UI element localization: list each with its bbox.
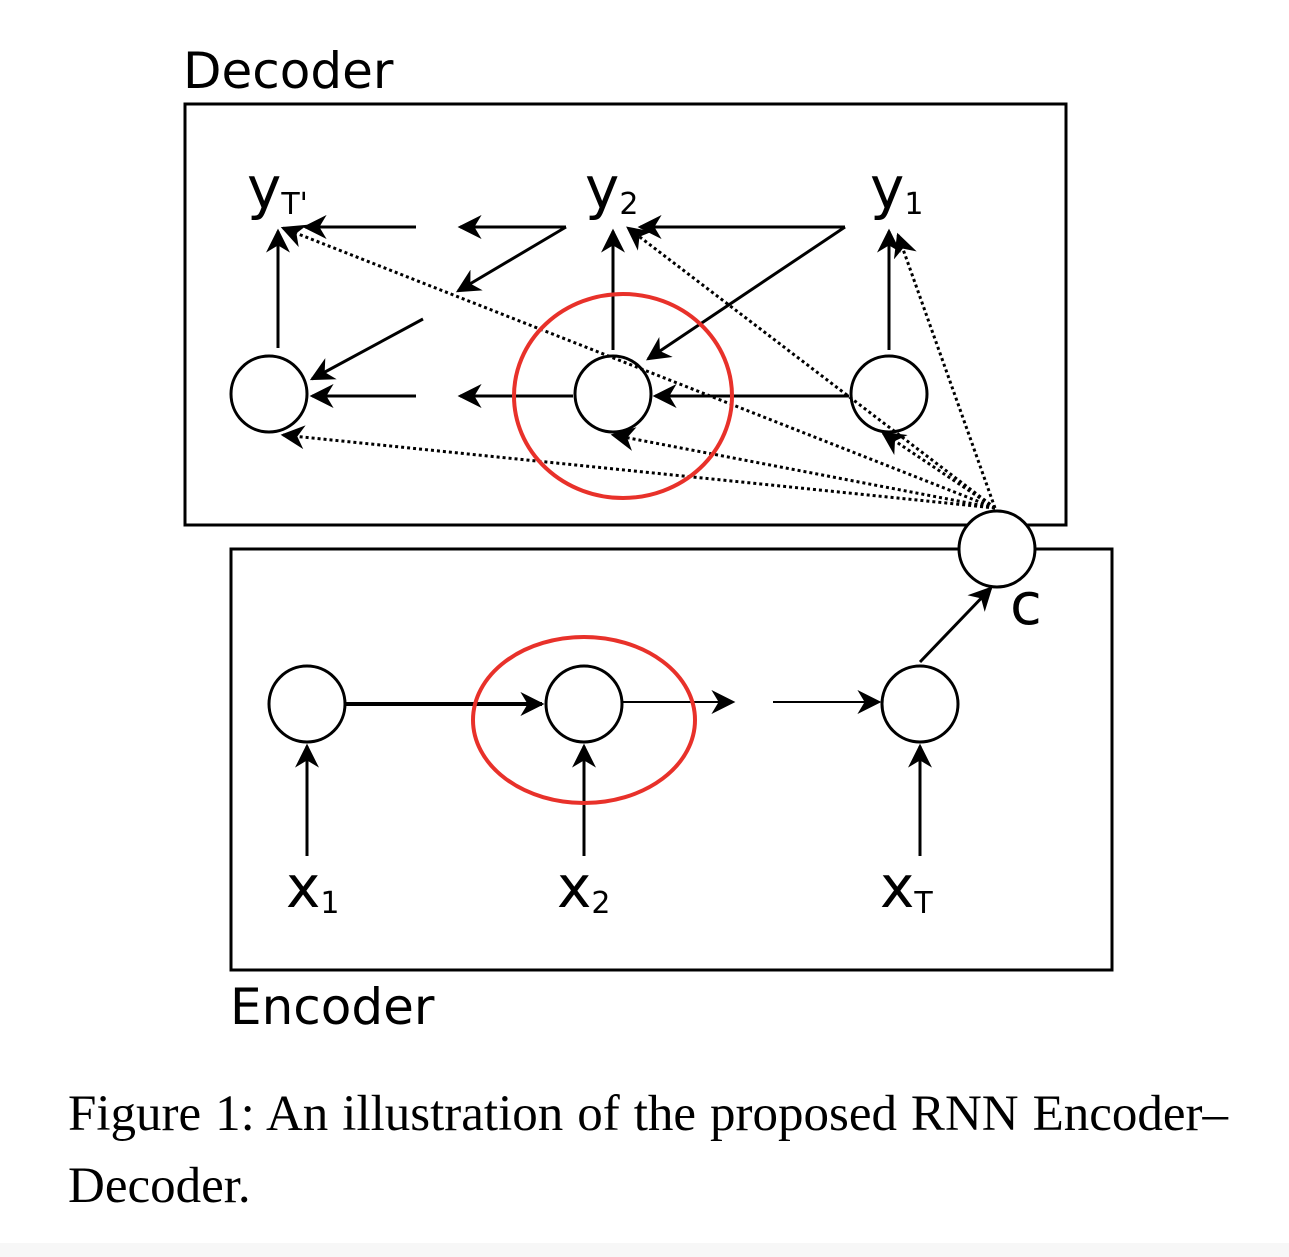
- encoder-node-T: [880, 664, 960, 744]
- arrow-diag-dash-to-node-T: [309, 317, 424, 381]
- arrow-diag-y1-to-node-2: [646, 225, 846, 361]
- decoder-node-2: [573, 354, 653, 434]
- encoder-box: [229, 547, 1114, 972]
- arrow-enc-node-T-to-c: [918, 586, 993, 664]
- context-node-c: [957, 509, 1037, 589]
- dotted-c-to-node-1: [881, 431, 996, 510]
- dotted-c-to-yT: [280, 224, 996, 510]
- decoder-box: [183, 102, 1068, 527]
- page-bottom-strip: [0, 1243, 1289, 1257]
- dotted-c-to-node-2: [610, 427, 996, 510]
- context-dotted-arrows: [280, 224, 997, 510]
- highlight-encoder-step-2: [471, 635, 697, 805]
- highlight-decoder-step-2: [512, 292, 734, 500]
- rnn-encoder-decoder-diagram: Decoder Encoder yT' y2 y1 c: [183, 42, 1114, 1036]
- arrow-diag-y2-to-dash: [455, 225, 567, 293]
- dotted-c-to-node-T: [280, 425, 996, 510]
- decoder-node-T: [229, 354, 309, 434]
- dotted-c-to-y2: [626, 226, 996, 510]
- context-label: c: [1010, 570, 1042, 638]
- output-label-y1: y1: [870, 154, 923, 222]
- output-label-y2: y2: [585, 154, 638, 222]
- decoder-node-1: [849, 354, 929, 434]
- dotted-c-to-y1: [893, 232, 997, 509]
- input-label-x1: x1: [286, 853, 339, 921]
- decoder-label: Decoder: [183, 42, 394, 100]
- input-label-x2: x2: [557, 853, 610, 921]
- encoder-label: Encoder: [230, 978, 435, 1036]
- encoder-node-1: [267, 664, 347, 744]
- figure-caption: Figure 1: An illustration of the propose…: [68, 1086, 1228, 1214]
- output-label-yT-prime: yT': [247, 154, 308, 222]
- encoder-node-2: [544, 664, 624, 744]
- input-label-xT: xT: [880, 853, 933, 921]
